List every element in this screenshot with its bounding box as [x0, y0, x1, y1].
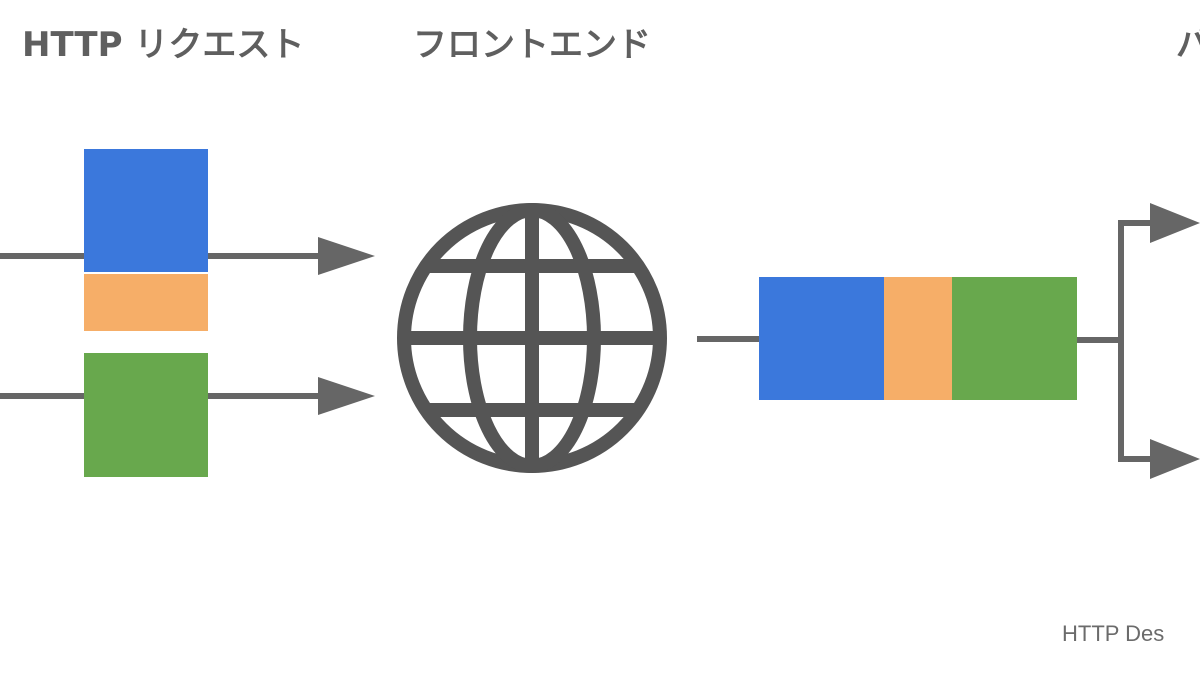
- branch-arrow-top: [1150, 203, 1200, 243]
- label-frontend: フロントエンド: [413, 25, 651, 65]
- combined-block-blue: [759, 277, 885, 400]
- combined-block-orange: [884, 277, 953, 400]
- caption-text: HTTP Des: [1062, 621, 1165, 646]
- request-block-orange: [84, 274, 208, 331]
- globe-icon: [397, 203, 667, 473]
- branch-arrow-bottom: [1150, 439, 1200, 479]
- label-http-request: HTTP リクエスト: [22, 25, 305, 65]
- label-backend: バ: [1176, 25, 1200, 65]
- arrow-head-bottom: [318, 377, 375, 415]
- combined-block-green: [952, 277, 1077, 400]
- request-block-blue: [84, 149, 208, 272]
- arrow-head-top: [318, 237, 375, 275]
- request-block-green: [84, 353, 208, 477]
